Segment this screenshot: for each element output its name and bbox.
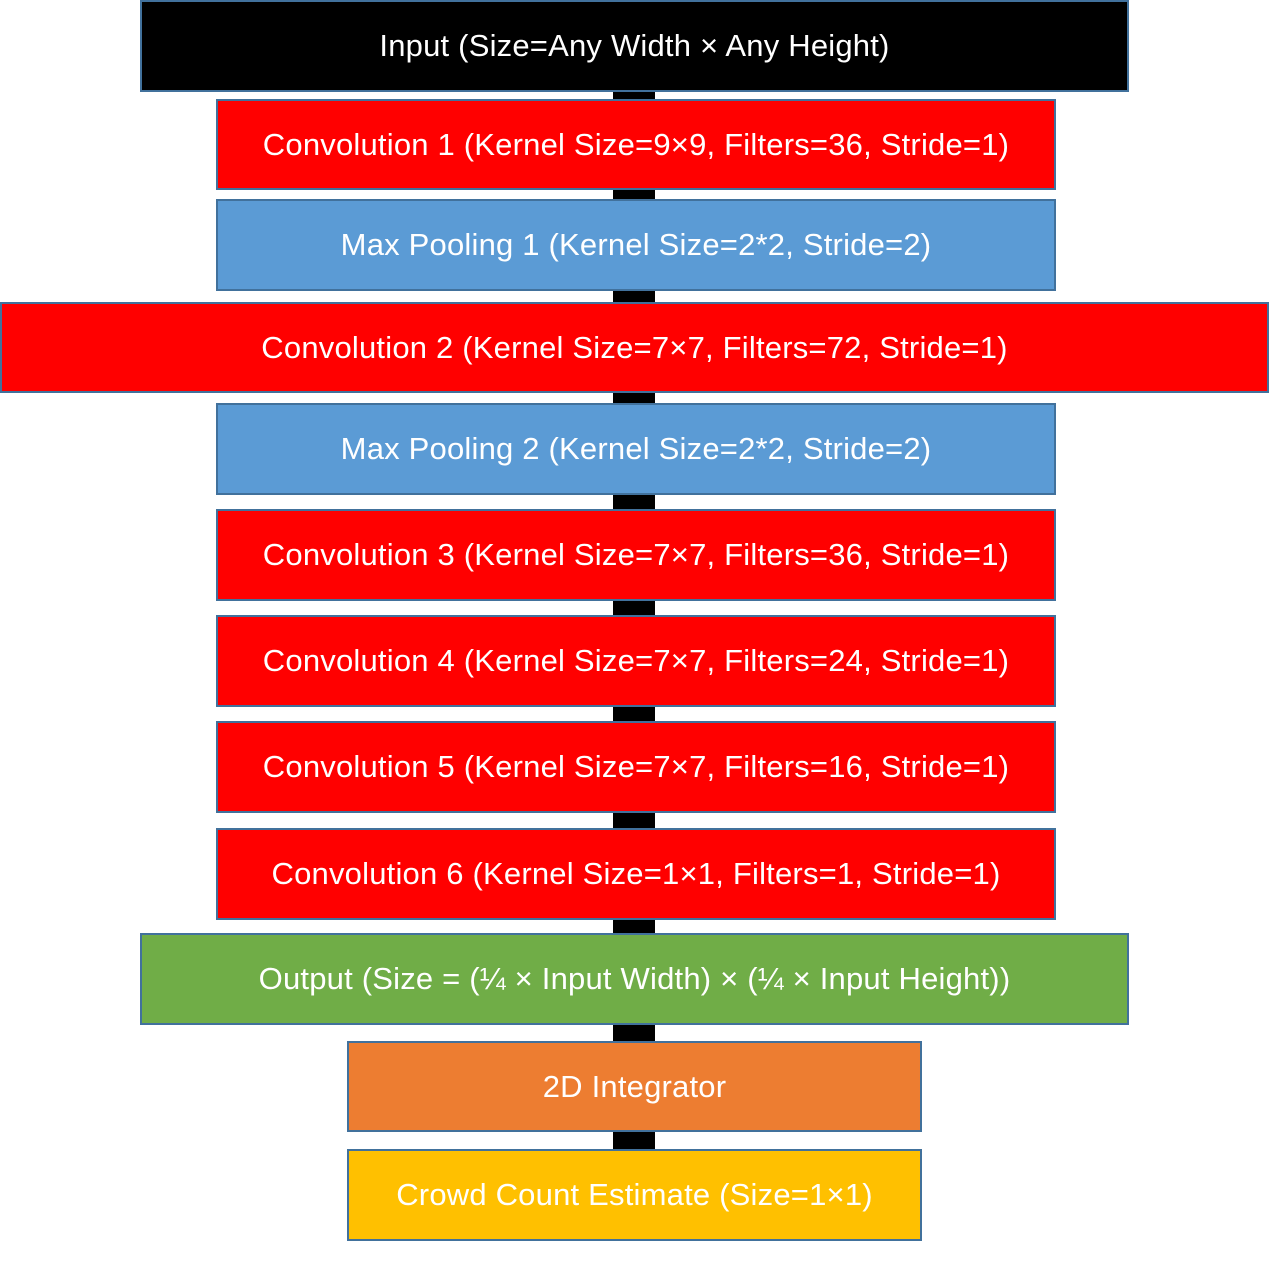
convolution-2-box: Convolution 2 (Kernel Size=7×7, Filters=… <box>0 302 1269 393</box>
convolution-2-label: Convolution 2 (Kernel Size=7×7, Filters=… <box>261 329 1008 365</box>
input-layer-label: Input (Size=Any Width × Any Height) <box>379 28 890 63</box>
convolution-3-box: Convolution 3 (Kernel Size=7×7, Filters=… <box>216 509 1056 601</box>
crowd-count-estimate-label: Crowd Count Estimate (Size=1×1) <box>396 1177 873 1212</box>
convolution-5-label: Convolution 5 (Kernel Size=7×7, Filters=… <box>262 749 1010 784</box>
integrator-box: 2D Integrator <box>347 1041 922 1132</box>
output-layer-label: Output (Size = (¼ × Input Width) × (¼ × … <box>258 961 1011 996</box>
max-pooling-1-label: Max Pooling 1 (Kernel Size=2*2, Stride=2… <box>340 227 932 262</box>
convolution-1-box: Convolution 1 (Kernel Size=9×9, Filters=… <box>216 99 1056 190</box>
max-pooling-2-label: Max Pooling 2 (Kernel Size=2*2, Stride=2… <box>340 431 932 466</box>
convolution-4-box: Convolution 4 (Kernel Size=7×7, Filters=… <box>216 615 1056 707</box>
max-pooling-1-box: Max Pooling 1 (Kernel Size=2*2, Stride=2… <box>216 199 1056 291</box>
convolution-5-box: Convolution 5 (Kernel Size=7×7, Filters=… <box>216 721 1056 813</box>
integrator-label: 2D Integrator <box>542 1068 727 1104</box>
crowd-count-estimate-box: Crowd Count Estimate (Size=1×1) <box>347 1149 922 1241</box>
output-layer-box: Output (Size = (¼ × Input Width) × (¼ × … <box>140 933 1129 1025</box>
convolution-1-label: Convolution 1 (Kernel Size=9×9, Filters=… <box>262 126 1010 162</box>
max-pooling-2-box: Max Pooling 2 (Kernel Size=2*2, Stride=2… <box>216 403 1056 495</box>
convolution-3-label: Convolution 3 (Kernel Size=7×7, Filters=… <box>262 537 1010 572</box>
convolution-6-box: Convolution 6 (Kernel Size=1×1, Filters=… <box>216 828 1056 920</box>
input-layer-box: Input (Size=Any Width × Any Height) <box>140 0 1129 92</box>
convolution-4-label: Convolution 4 (Kernel Size=7×7, Filters=… <box>262 643 1010 678</box>
convolution-6-label: Convolution 6 (Kernel Size=1×1, Filters=… <box>271 856 1001 891</box>
